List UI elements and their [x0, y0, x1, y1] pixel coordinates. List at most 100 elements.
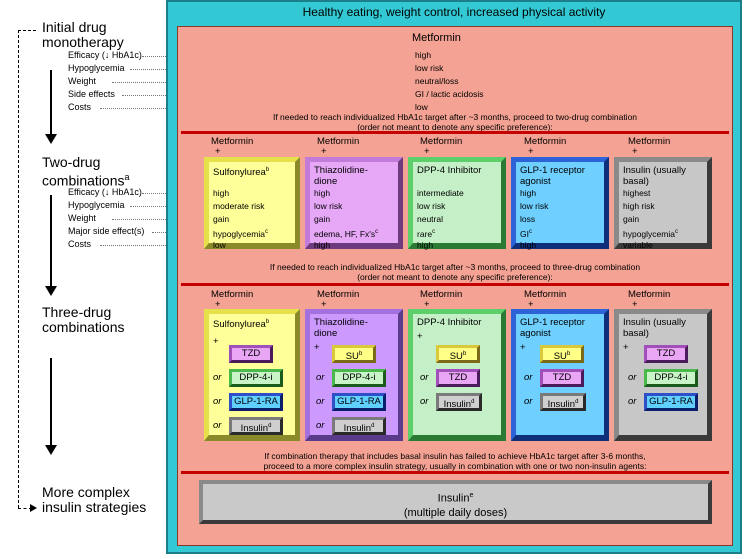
- two-name-su-text: Sulfonylurea: [213, 167, 266, 179]
- two-plus-4: +: [528, 146, 534, 157]
- v-tzd-3-s: c: [375, 229, 379, 235]
- chip-tzd-su-t: SU: [345, 351, 359, 363]
- two-plus-2: +: [321, 146, 327, 157]
- chip-su-glp: GLP-1-RA: [229, 393, 283, 411]
- attr-hypo-2: Hypoglycemia: [68, 200, 125, 210]
- final-insulin-sub: (multiple daily doses): [403, 506, 508, 519]
- divider-1: [181, 131, 729, 134]
- mono-costs: low: [415, 102, 428, 112]
- or-ins-1: or: [628, 372, 637, 383]
- mono-weight: neutral/loss: [415, 76, 459, 86]
- note-two-drug-line1: If needed to reach individualized HbA1c …: [272, 112, 638, 122]
- or-dpp-2: or: [420, 396, 429, 407]
- divider-2: [181, 283, 729, 286]
- v-tzd-1: low risk: [314, 201, 343, 211]
- final-insulin-box: Insuline (multiple daily doses): [199, 480, 712, 524]
- v-su-0: high: [213, 188, 230, 198]
- two-box-insulin: Insulin (usually basal): [614, 157, 712, 249]
- stage-complex-insulin: More complex insulin strategies: [42, 485, 172, 515]
- attr-hypo-1: Hypoglycemia: [68, 63, 125, 73]
- two-name-insulin: Insulin (usually basal): [623, 165, 686, 187]
- chip-su-ins: Insulind: [229, 417, 283, 435]
- v-su-3: hypoglycemiac: [213, 227, 268, 239]
- v-glp-3-t: GI: [520, 228, 529, 239]
- stage-two-drug-label: Two-drug combinations: [42, 154, 125, 189]
- three-plus-3: +: [424, 299, 430, 310]
- three-tzd-plus: +: [314, 342, 320, 353]
- two-met-3: Metformin: [420, 136, 463, 147]
- three-su-plus: +: [213, 336, 219, 347]
- arrow-3-line: [50, 358, 52, 446]
- v-dpp-3-t: rare: [417, 228, 433, 239]
- attr-costs-1: Costs: [68, 102, 92, 112]
- or-su-3: or: [213, 420, 222, 431]
- or-tzd-2: or: [316, 396, 325, 407]
- two-name-dpp4: DPP-4 Inhibitor: [417, 165, 482, 176]
- v-ins-3: hypoglycemiac: [623, 227, 678, 239]
- chip-dpp-ins-s: d: [471, 399, 475, 405]
- final-insulin-name: Insulin: [437, 492, 470, 505]
- final-insulin-sup: e: [469, 492, 474, 499]
- three-met-4: Metformin: [524, 289, 567, 300]
- arrow-1-line: [50, 70, 52, 135]
- two-box-dpp4: DPP-4 Inhibitor: [408, 157, 506, 249]
- three-name-dpp4: DPP-4 Inhibitor: [417, 317, 482, 328]
- chip-glp-ins: Insulind: [540, 393, 586, 411]
- stage-two-drug-sup: a: [124, 172, 130, 182]
- chip-su-ins-s: d: [268, 423, 272, 429]
- v-su-3-s: c: [264, 229, 268, 235]
- two-name-glp1: GLP-1 receptor agonist: [520, 165, 585, 187]
- or-tzd-1: or: [316, 372, 325, 383]
- or-dpp-1: or: [420, 372, 429, 383]
- note-three-drug-line2: (order not meant to denote any specific …: [357, 272, 553, 282]
- three-name-insulin: Insulin (usually basal): [623, 317, 686, 339]
- stage-dash-1: [18, 30, 36, 31]
- or-su-1: or: [213, 372, 222, 383]
- or-tzd-3: or: [316, 420, 325, 431]
- chip-glp-ins-t: Insulin: [547, 399, 576, 411]
- two-met-1: Metformin: [211, 136, 254, 147]
- v-dpp-3-s: c: [432, 229, 436, 235]
- attr-costs-2: Costs: [68, 239, 92, 249]
- two-plus-5: +: [632, 146, 638, 157]
- chip-dpp-su-t: SU: [449, 351, 463, 363]
- chip-ins-dpp: DPP-4-i: [644, 369, 698, 387]
- two-box-glp1: GLP-1 receptor agonist: [511, 157, 609, 249]
- or-ins-2: or: [628, 396, 637, 407]
- v-su-3-t: hypoglycemia: [213, 228, 265, 239]
- three-name-su-sup: b: [265, 319, 270, 325]
- chip-glp-su-t: SU: [553, 351, 567, 363]
- leader-2c: [112, 219, 210, 220]
- three-dpp4-plus: +: [417, 331, 423, 342]
- or-glp-1: or: [524, 372, 533, 383]
- two-box-tzd: Thiazolidine-dione: [305, 157, 403, 249]
- v-ins-4: variable: [623, 240, 653, 250]
- attr-weight-1: Weight: [68, 76, 96, 86]
- three-plus-4: +: [528, 299, 534, 310]
- chip-su-dpp: DPP-4-i: [229, 369, 283, 387]
- attr-weight-2: Weight: [68, 213, 96, 223]
- three-insulin-plus: +: [623, 342, 629, 353]
- chip-tzd-ins-s: d: [371, 423, 375, 429]
- v-glp-3: GIc: [520, 227, 532, 239]
- v-su-1: moderate risk: [213, 201, 265, 211]
- two-box-sulfonylurea: Sulfonylureab: [204, 157, 300, 249]
- chip-dpp-su-s: b: [462, 351, 467, 357]
- chip-dpp-ins: Insulind: [436, 393, 482, 411]
- stage-initial-monotherapy: Initial drug monotherapy: [42, 20, 152, 50]
- three-glp1-plus: +: [520, 342, 526, 353]
- leader-2e: [100, 245, 210, 246]
- attr-major-2: Major side effect(s): [68, 226, 145, 236]
- three-name-su-text: Sulfonylurea: [213, 319, 266, 331]
- mono-title: Metformin: [412, 32, 461, 44]
- v-glp-0: high: [520, 188, 537, 198]
- lifestyle-header: Healthy eating, weight control, increase…: [302, 5, 606, 19]
- stage-three-drug-label: Three-drug combinations: [42, 304, 125, 335]
- chip-tzd-ins-t: Insulin: [343, 423, 372, 435]
- three-plus-1: +: [215, 299, 221, 310]
- v-dpp-2: neutral: [417, 214, 443, 224]
- two-name-tzd: Thiazolidine-dione: [314, 165, 368, 187]
- chip-ins-tzd: TZD: [644, 345, 688, 363]
- chip-glp-ins-s: d: [575, 399, 579, 405]
- two-met-4: Metformin: [524, 136, 567, 147]
